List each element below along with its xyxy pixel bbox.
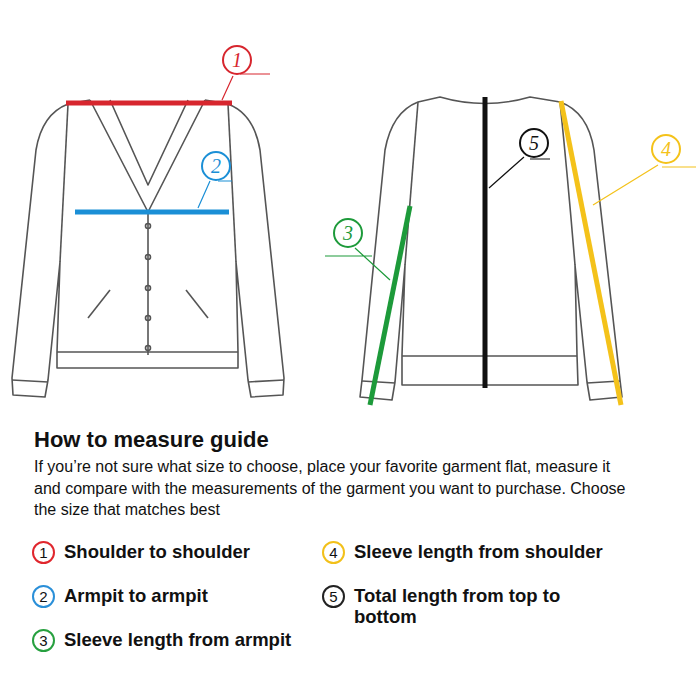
callout-number: 4	[329, 545, 337, 560]
callout-number: 3	[343, 223, 353, 243]
legend-swatch: 5	[322, 585, 345, 608]
legend-swatch: 4	[322, 541, 345, 564]
legend-entry: 2 Armpit to armpit	[32, 585, 292, 608]
legend-label: Total length from top to bottom	[354, 585, 612, 627]
callout-number: 2	[211, 156, 221, 176]
callout-number: 3	[39, 633, 47, 648]
legend-swatch: 1	[32, 541, 55, 564]
callout-circle: 2	[201, 151, 231, 181]
callout-circle: 5	[519, 128, 549, 158]
callout-number: 2	[39, 589, 47, 604]
legend-entry: 3 Sleeve length from armpit	[32, 629, 332, 652]
legend-entry: 5 Total length from top to bottom	[322, 585, 612, 627]
legend-entry: 1 Shoulder to shoulder	[32, 541, 292, 564]
callout-circle: 3	[333, 218, 363, 248]
callout-circle: 4	[651, 134, 681, 164]
callout-number: 1	[232, 50, 242, 70]
legend-label: Shoulder to shoulder	[64, 541, 250, 562]
legend-label: Sleeve length from shoulder	[354, 541, 603, 562]
legend-label: Armpit to armpit	[64, 585, 208, 606]
callout-number: 5	[529, 133, 539, 153]
legend-swatch: 3	[32, 629, 55, 652]
callout-number: 1	[39, 545, 47, 560]
legend-entry: 4 Sleeve length from shoulder	[322, 541, 642, 564]
guide-caption: If you’re not sure what size to choose, …	[34, 456, 634, 521]
legend-swatch: 2	[32, 585, 55, 608]
callout-number: 5	[329, 589, 337, 604]
callout-number: 4	[661, 139, 671, 159]
legend-label: Sleeve length from armpit	[64, 629, 291, 650]
guide-title: How to measure guide	[34, 426, 269, 454]
callout-circle: 1	[222, 45, 252, 75]
